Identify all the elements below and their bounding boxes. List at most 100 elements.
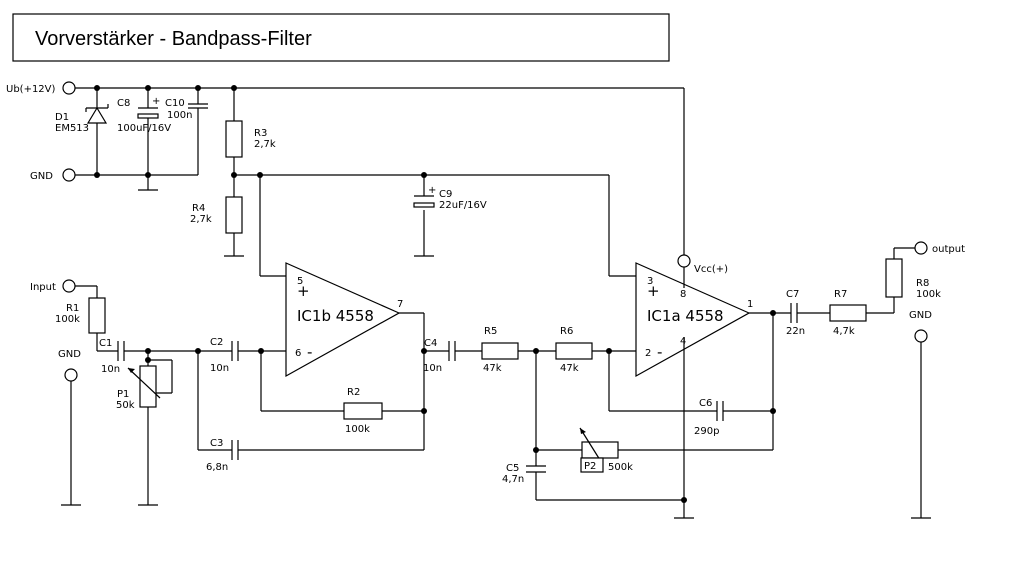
ub-terminal [62,81,76,95]
r6-ref: R6 [560,326,573,337]
r4-value: 2,7k [190,214,212,225]
c6-value: 290p [694,426,719,437]
middle-wires [455,313,774,501]
c7-capacitor [790,303,798,323]
c10-value: 100n [167,110,192,121]
ic1b-minus: - [307,343,312,361]
gnd-out-terminal [914,329,928,343]
c4-ref: C4 [424,338,437,349]
input-terminal [62,279,76,293]
c6-ref: C6 [699,398,712,409]
gnd-out-label: GND [909,310,932,321]
c10-ref: C10 [165,98,185,109]
c8-ref: C8 [117,98,130,109]
r1-resistor [88,297,106,334]
c3-ref: C3 [210,438,223,449]
c8-polarity: + [152,96,160,107]
gnd-in-label: GND [58,349,81,360]
d1-zener-diode [85,104,109,124]
d1-value: EM513 [55,123,89,134]
vcc-terminal [677,254,691,268]
ic1a-pin2: 2 [645,348,651,359]
c4-value: 10n [423,363,442,374]
ic1a-pin3: 3 [647,276,653,287]
c8-capacitor [137,107,159,119]
ic1b-plus: + [297,282,310,300]
d1-ref: D1 [55,112,69,123]
r7-value: 4,7k [833,326,855,337]
output-label: output [932,244,965,255]
c5-value: 4,7n [502,474,524,485]
r2-ref: R2 [347,387,360,398]
c3-value: 6,8n [206,462,228,473]
ic1a-pin1: 1 [747,299,753,310]
c9-ref: C9 [439,189,452,200]
gnd-in-terminal [64,368,78,382]
ic1a-opamp [635,262,751,378]
c9-capacitor [413,195,435,208]
r6-resistor [555,342,593,360]
r8-resistor [885,258,903,298]
junction-dots [94,85,776,503]
ic1a-plus: + [647,282,660,300]
c7-value: 22n [786,326,805,337]
r2-resistor [343,402,383,420]
p1-ref: P1 [117,389,129,400]
c3-capacitor [231,440,239,460]
r5-resistor [481,342,519,360]
gnd-supply-terminal [62,168,76,182]
c5-ref: C5 [506,463,519,474]
c7-ref: C7 [786,289,799,300]
ic1a-pin8: 8 [680,289,686,300]
r7-ref: R7 [834,289,847,300]
c1-value: 10n [101,364,120,375]
c2-ref: C2 [210,337,223,348]
r1-value: 100k [55,314,80,325]
r3-ref: R3 [254,128,267,139]
c8-value: 100uF/16V [117,123,171,134]
ic1a-power-wires [674,267,694,519]
c9-polarity: + [428,185,436,196]
ic1b-label: IC1b 4558 [297,307,374,325]
p2-ref: P2 [584,461,596,472]
c6-capacitor [716,401,724,421]
ic1a-minus: - [657,343,662,361]
r3-value: 2,7k [254,139,276,150]
ic1a-pin4: 4 [680,336,686,347]
r3-resistor [225,120,243,158]
ic1b-pin5: 5 [297,276,303,287]
output-terminal [914,241,928,255]
vcc-label: Vcc(+) [694,264,728,275]
title: Vorverstärker - Bandpass-Filter [35,28,312,50]
ic1b-wires [238,312,449,451]
input-label: Input [30,282,56,293]
ic1b-pin7: 7 [397,299,403,310]
c1-capacitor [117,341,125,361]
c1-ref: C1 [99,338,112,349]
r8-value: 100k [916,289,941,300]
c10-capacitor [188,103,208,109]
gnd-supply-label: GND [30,171,53,182]
r4-resistor [225,196,243,234]
r6-value: 47k [560,363,579,374]
r7-resistor [829,304,867,322]
r2-value: 100k [345,424,370,435]
p2-potentiometer [579,427,619,473]
p1-value: 50k [116,400,135,411]
ic1a-label: IC1a 4558 [647,307,724,325]
r5-value: 47k [483,363,502,374]
r8-ref: R8 [916,278,929,289]
ub-label: Ub(+12V) [6,84,56,95]
c9-value: 22uF/16V [439,200,487,211]
input-wires [61,285,232,506]
c5-capacitor [526,465,546,476]
title-box [12,13,670,62]
p1-potentiometer [127,365,161,408]
ic1b-pin6: 6 [295,348,301,359]
c4-capacitor [448,341,456,361]
r1-ref: R1 [66,303,79,314]
p2-value: 500k [608,462,633,473]
r5-ref: R5 [484,326,497,337]
r4-ref: R4 [192,203,205,214]
